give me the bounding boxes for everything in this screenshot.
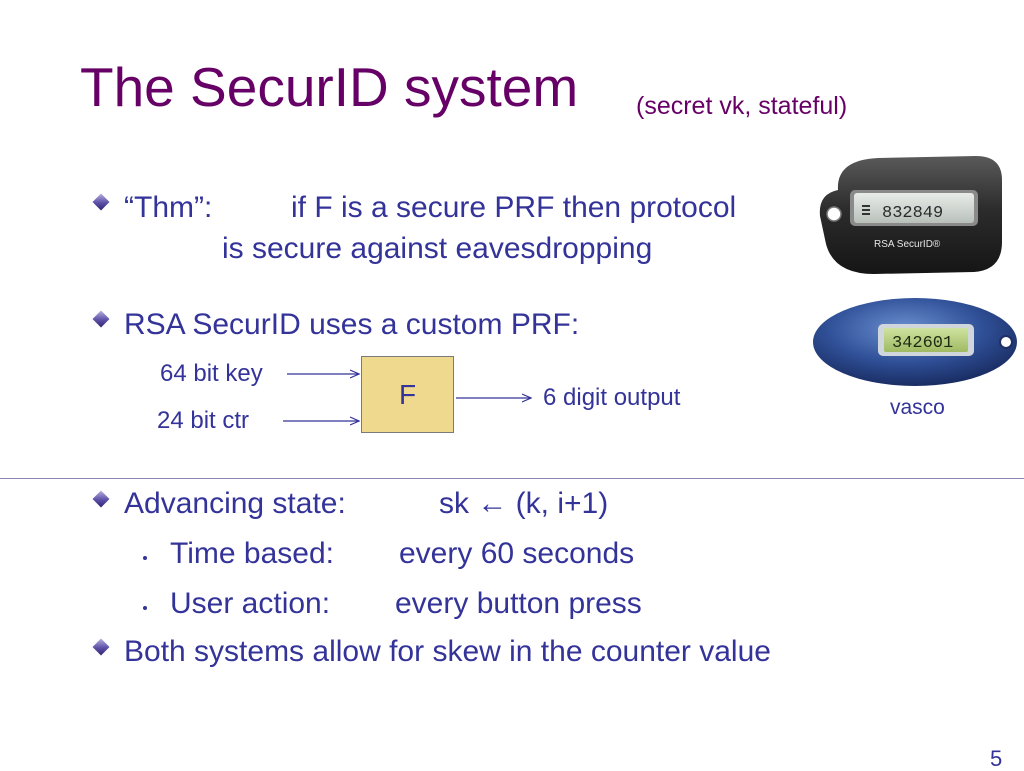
slide-subtitle: (secret vk, stateful) [636, 92, 848, 120]
rsa-token-brand: RSA SecurID® [874, 239, 941, 250]
user-action-label: User action: [170, 587, 331, 620]
advancing-state-value: sk ← (k, i+1) [439, 487, 609, 520]
time-based-value: every 60 seconds [399, 537, 635, 570]
input-key-label: 64 bit key [160, 360, 263, 387]
time-based-label: Time based: [170, 537, 334, 570]
output-label: 6 digit output [543, 384, 681, 411]
sub-bullet-dot-icon [143, 606, 147, 610]
prf-function-label: F [398, 378, 417, 410]
sub-bullet-dot-icon [143, 556, 147, 560]
rsa-prf-line: RSA SecurID uses a custom PRF: [124, 308, 580, 341]
thm-label: “Thm”: [124, 191, 213, 224]
user-action-value: every button press [395, 587, 642, 620]
skew-line: Both systems allow for skew in the count… [124, 635, 771, 668]
vasco-token-display: 342601 [892, 334, 953, 353]
prf-function-box: F [361, 356, 454, 433]
vasco-caption: vasco [890, 396, 945, 419]
advancing-state-label: Advancing state: [124, 487, 346, 520]
rsa-token-display: 832849 [882, 204, 943, 223]
input-ctr-label: 24 bit ctr [157, 407, 250, 434]
section-divider [0, 478, 1024, 479]
page-number: 5 [990, 746, 1003, 771]
slide-title: The SecurID system [80, 56, 579, 118]
vasco-token-image: 342601 [813, 298, 1017, 386]
thm-line-1: if F is a secure PRF then protocol [291, 191, 737, 224]
thm-line-2: is secure against eavesdropping [222, 232, 653, 265]
rsa-securid-token-image: 832849 RSA SecurID® [819, 156, 1002, 274]
